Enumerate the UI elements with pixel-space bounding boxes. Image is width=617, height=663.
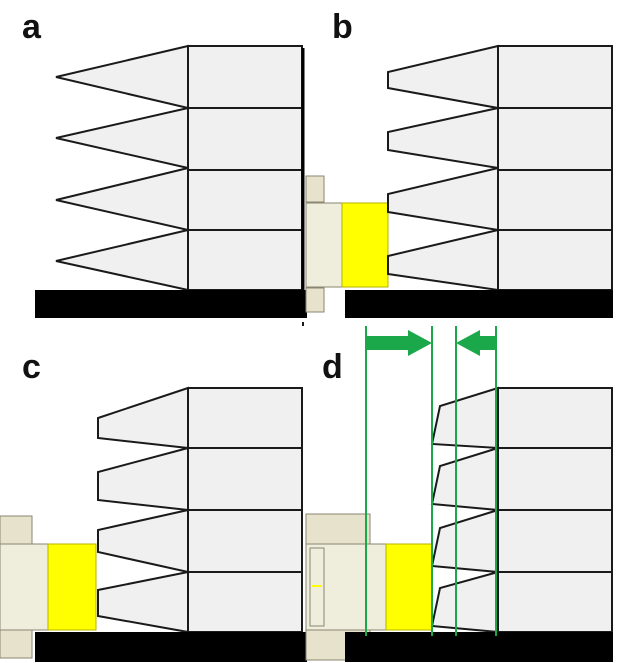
panel-d: d (305, 326, 613, 662)
panel-b: b (305, 8, 613, 318)
panel-d-arrow-right (366, 330, 432, 356)
panel-c-block-stack (97, 386, 303, 634)
panel-c-wedge-teeth (97, 386, 189, 634)
panel-c-base-plate (35, 632, 307, 662)
panel-b-label: b (332, 8, 353, 46)
panel-b-block-body (497, 45, 613, 291)
panel-d-guide-lines (365, 326, 497, 636)
panel-d-base-plate (345, 632, 613, 662)
panel-d-wedge-teeth (430, 386, 499, 634)
panel-c-yellow-element (47, 543, 97, 631)
panel-d-fixture (305, 513, 387, 661)
panel-b-block-stack (387, 44, 613, 292)
panel-b-base-plate (345, 290, 613, 318)
panel-a-block-stack (55, 44, 305, 292)
panel-d-block-stack (430, 386, 613, 634)
panel-b-wedge-teeth (387, 44, 499, 292)
panel-a-base-plate (35, 290, 307, 318)
panel-a: a (22, 8, 307, 318)
panel-a-wedge-teeth (55, 44, 189, 292)
panel-a-label: a (22, 8, 42, 46)
panel-a-block-body (187, 45, 303, 291)
panel-d-label: d (322, 348, 343, 386)
panel-b-yellow-element (341, 202, 389, 288)
panel-d-yellow-element (385, 543, 433, 631)
panel-c-fixture (0, 515, 49, 659)
panel-c: c (0, 348, 307, 662)
panel-b-fixture (305, 175, 343, 313)
panel-c-label: c (22, 348, 41, 386)
panel-d-arrow-left (456, 330, 496, 356)
